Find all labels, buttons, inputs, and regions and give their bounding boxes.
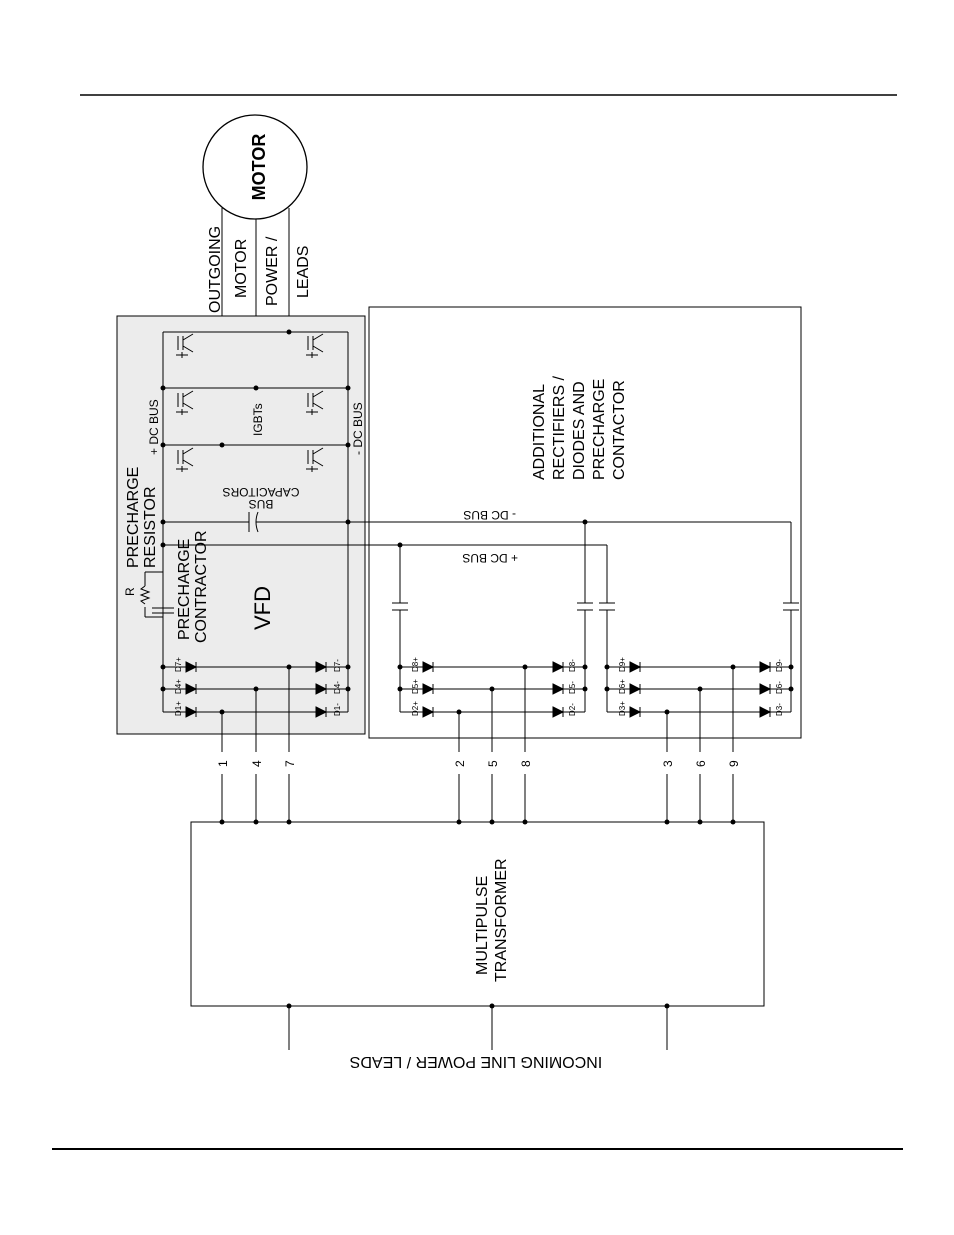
igbts-label: IGBTs	[251, 403, 265, 436]
diode-label: D3+	[618, 701, 627, 716]
terminal-label: 2	[453, 760, 467, 767]
resistor-r-label: R	[123, 587, 137, 596]
bus-drops	[392, 522, 799, 712]
additional-line-5: CONTACTOR	[611, 380, 628, 480]
igbt-symbol	[176, 333, 194, 358]
diode-label: D9-	[775, 659, 784, 672]
diode-label: D2-	[568, 703, 577, 716]
terminal-label: 1	[216, 760, 230, 767]
diode-label: D8-	[568, 659, 577, 672]
pos-dc-bus-label: + DC BUS	[462, 551, 518, 565]
igbt-symbol	[306, 333, 324, 358]
diode-label: D3-	[775, 703, 784, 716]
incoming-line-leads	[286, 1003, 670, 1050]
bus-capacitor	[160, 511, 351, 533]
diode-label: D2+	[411, 701, 420, 716]
terminal-label: 3	[661, 760, 675, 767]
vfd-pos-dc-bus-label: + DC BUS	[147, 399, 161, 455]
terminal-label: 7	[283, 760, 297, 767]
bus-capacitors-line-2: CAPACITORS	[223, 485, 300, 499]
motor-label: MOTOR	[249, 134, 269, 201]
terminal-label: 4	[250, 760, 264, 767]
diode-label: D7+	[174, 657, 183, 672]
terminal-label: 9	[727, 760, 741, 767]
motor-circle	[202, 114, 308, 220]
neg-dc-bus-label: - DC BUS	[463, 508, 516, 522]
diode-label: D1-	[333, 703, 342, 716]
precharge-contactor-line-2: CONTRACTOR	[193, 530, 210, 643]
diode-label: D5+	[411, 679, 420, 694]
igbt-symbol	[306, 447, 324, 472]
diode-label: D6+	[618, 679, 627, 694]
additional-line-2: RECTIFIERS /	[551, 375, 568, 480]
precharge-contactor-line-1: PRECHARGE	[176, 539, 193, 640]
diode-label: D6-	[775, 681, 784, 694]
igbt-symbol	[176, 390, 194, 415]
incoming-line-label: INCOMING LINE POWER / LEADS	[350, 1053, 602, 1070]
resistor-symbol	[139, 585, 151, 605]
diode-label: D5-	[568, 681, 577, 694]
rectifier-group-2	[604, 661, 794, 718]
precharge-resistor-line-2: RESISTOR	[142, 487, 159, 569]
diode-label: D1+	[174, 701, 183, 716]
bus-capacitors-line-1: BUS	[249, 497, 274, 511]
terminal-label: 6	[694, 760, 708, 767]
transformer-line-2: TRANSFORMER	[493, 858, 510, 982]
motor-leads-line-1: OUTGOING	[207, 226, 224, 313]
vfd-box	[116, 315, 366, 735]
additional-line-1: ADDITIONAL	[531, 384, 548, 480]
diode-label: D7-	[333, 659, 342, 672]
motor-leads-line-2: MOTOR	[233, 239, 250, 298]
vfd-neg-dc-bus-label: - DC BUS	[351, 402, 365, 455]
igbt-symbol	[306, 390, 324, 415]
diode-label: D4-	[333, 681, 342, 694]
additional-line-3: DIODES AND	[571, 381, 588, 480]
terminal-label: 5	[486, 760, 500, 767]
motor-leads-line-4: LEADS	[295, 246, 312, 298]
igbt-bridge	[160, 329, 351, 472]
transformer-line-1: MULTIPULSE	[474, 876, 491, 975]
igbt-symbol	[176, 447, 194, 472]
multipulse-transformer-box	[190, 821, 765, 1007]
diode-label: D8+	[411, 657, 420, 672]
diode-label: D9+	[618, 657, 627, 672]
motor-leads-line-3: POWER /	[264, 236, 281, 306]
motor: MOTOR	[202, 114, 308, 220]
additional-line-4: PRECHARGE	[591, 379, 608, 480]
terminal-labels: 1 4 7 2 5 8 3 6 9	[214, 752, 741, 774]
diode-label: D4+	[174, 679, 183, 694]
precharge-resistor-line-1: PRECHARGE	[125, 467, 142, 568]
terminal-label: 8	[519, 760, 533, 767]
vfd-title: VFD	[250, 586, 275, 630]
